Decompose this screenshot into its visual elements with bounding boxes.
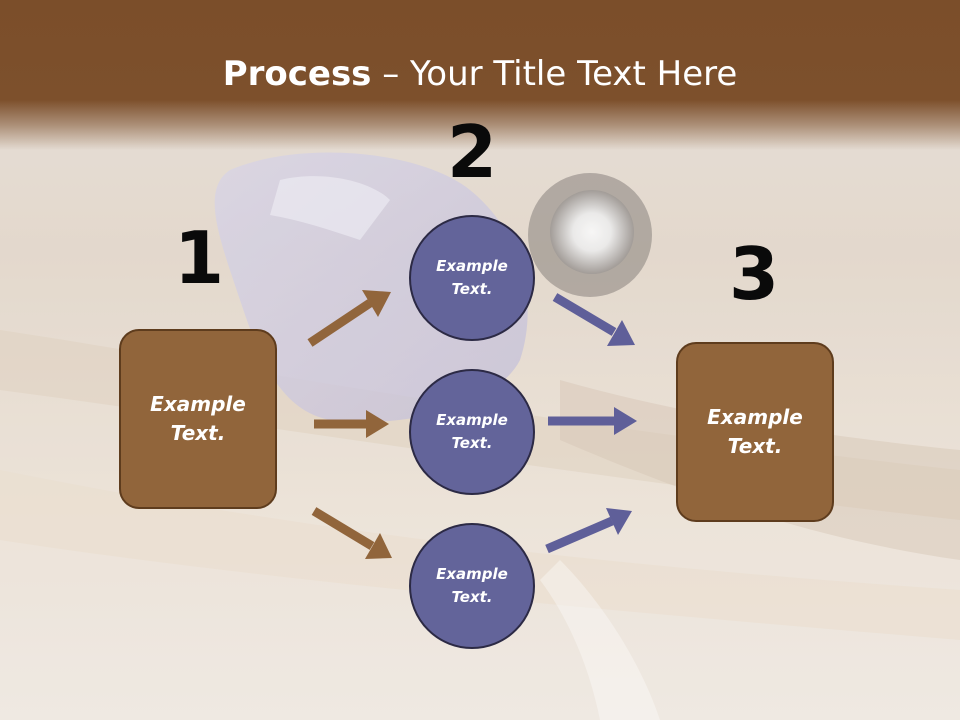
circle-middle: Example Text. bbox=[409, 369, 535, 495]
step-number-2: 2 bbox=[446, 110, 498, 194]
title-rest: – Your Title Text Here bbox=[371, 54, 738, 94]
header-band bbox=[0, 0, 960, 150]
circle-top: Example Text. bbox=[409, 215, 535, 341]
arrow-to-circle-top bbox=[307, 290, 391, 347]
arrow-from-circle-middle bbox=[548, 407, 637, 435]
step-number-3: 3 bbox=[728, 232, 780, 316]
arrow-to-circle-bottom bbox=[311, 507, 392, 559]
arrow-to-circle-middle bbox=[314, 410, 389, 438]
arrow-from-circle-top bbox=[552, 293, 635, 346]
circle-bottom: Example Text. bbox=[409, 523, 535, 649]
arrow-from-circle-bottom bbox=[545, 508, 632, 554]
step-number-1: 1 bbox=[173, 216, 225, 300]
left-box: Example Text. bbox=[119, 329, 277, 509]
slide-title: Process – Your Title Text Here bbox=[0, 52, 960, 96]
right-box: Example Text. bbox=[676, 342, 834, 522]
title-bold: Process bbox=[222, 54, 372, 94]
